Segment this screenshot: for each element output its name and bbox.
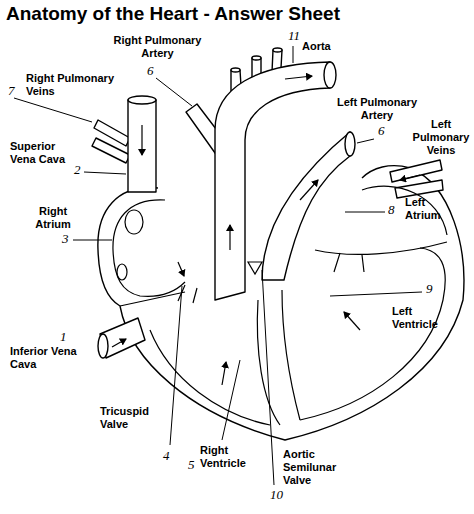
callout-number: 6: [147, 64, 154, 78]
part-label: Left Atrium: [405, 196, 455, 222]
callout-number: 9: [426, 282, 433, 296]
part-label: Right Pulmonary Veins: [26, 72, 126, 98]
part-label: Tricuspid Valve: [100, 405, 162, 431]
callout-number: 10: [270, 488, 283, 502]
title: Anatomy of the Heart - Answer Sheet: [6, 3, 340, 25]
part-label: Right Pulmonary Artery: [100, 34, 215, 60]
callout-number: 11: [288, 29, 300, 43]
callout-number: 6: [378, 124, 385, 138]
part-label: Left Pulmonary Artery: [322, 96, 432, 122]
part-label: Superior Vena Cava: [10, 140, 72, 166]
callout-number: 4: [163, 449, 170, 463]
callout-number: 7: [8, 84, 15, 98]
callout-number: 3: [62, 232, 69, 246]
callout-number: 1: [60, 330, 67, 344]
callout-number: 8: [388, 203, 395, 217]
part-label: Left Ventricle: [392, 305, 454, 331]
part-label: Aortic Semilunar Valve: [283, 448, 358, 487]
part-label: Right Ventricle: [200, 444, 260, 470]
part-label: Aorta: [302, 40, 331, 53]
part-label: Left Pulmonary Veins: [412, 118, 470, 157]
part-label: Inferior Vena Cava: [10, 345, 100, 371]
callout-number: 2: [74, 163, 81, 177]
part-label: Right Atrium: [28, 205, 78, 231]
callout-number: 5: [188, 458, 195, 472]
